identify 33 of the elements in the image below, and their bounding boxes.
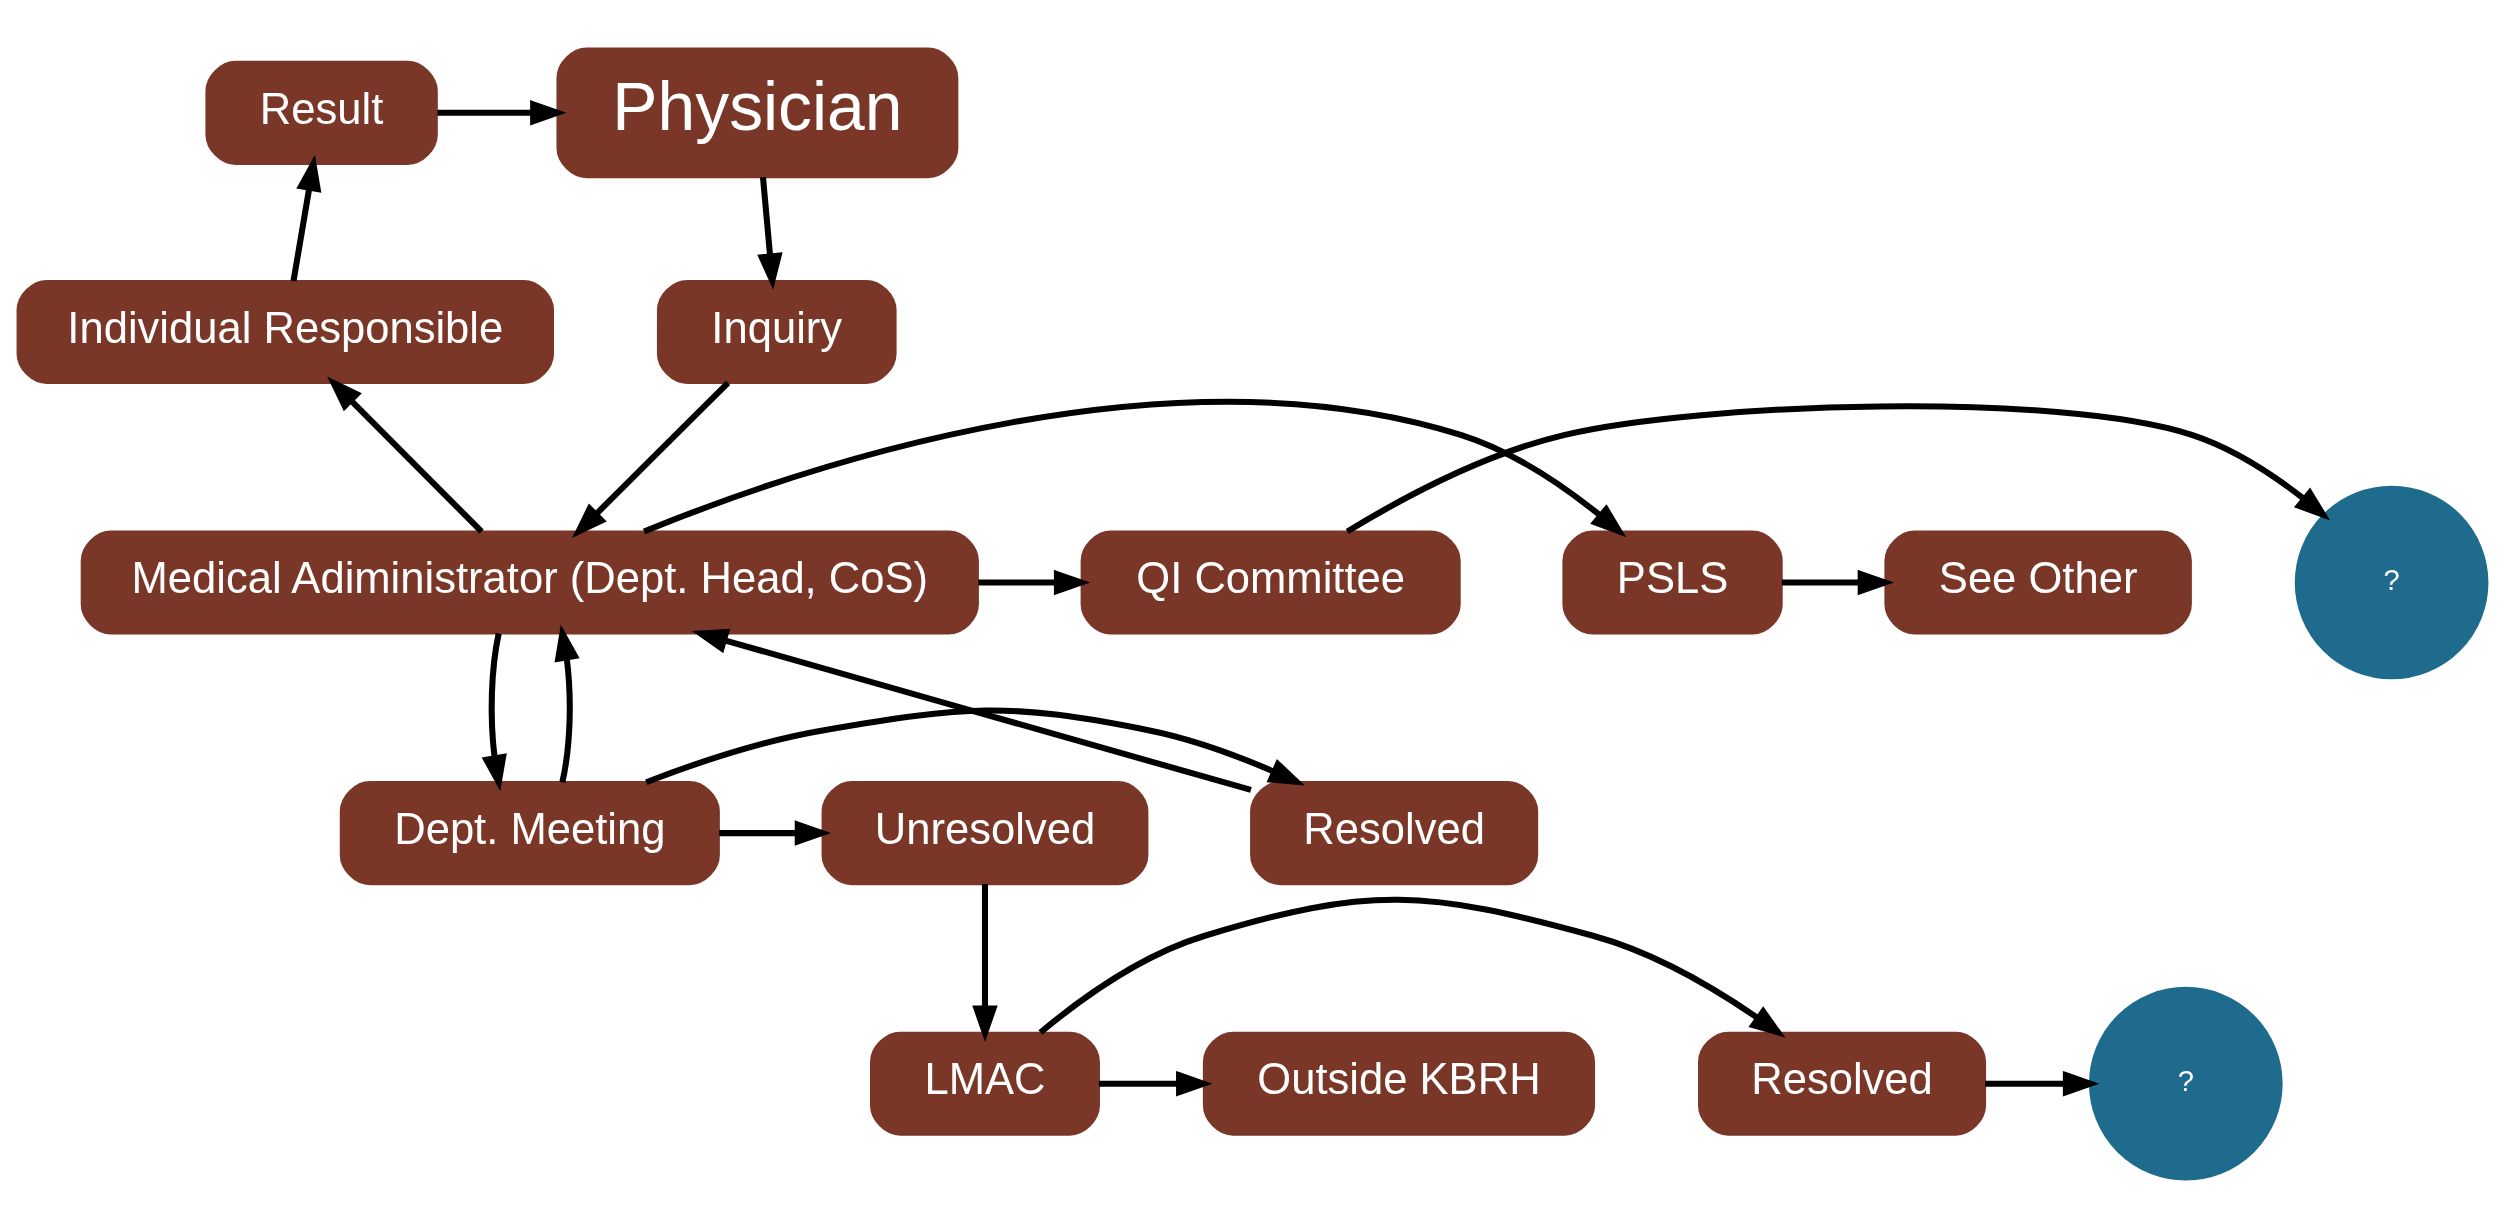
arrow (572, 380, 731, 538)
arrow (1985, 1070, 2100, 1096)
node-box: LMAC (869, 1031, 1100, 1136)
arrow (437, 99, 567, 126)
node-box: QI Committee (1080, 529, 1461, 635)
arrow (290, 154, 322, 282)
arrow (691, 628, 1252, 793)
node-box: Dept. Meeting (339, 780, 720, 885)
node-box: Outside KBRH (1202, 1031, 1596, 1136)
node-box: Resolved (1697, 1031, 1987, 1136)
arrow (972, 883, 998, 1042)
node-circle: ? (2088, 986, 2283, 1181)
arrow (1099, 1070, 1213, 1096)
node-box: Physician (556, 46, 959, 178)
arrow (719, 819, 832, 846)
arrow (1345, 402, 2331, 534)
node-box: Inquiry (656, 279, 897, 384)
arrow (645, 707, 1305, 785)
node-box: See Other (1884, 529, 2192, 635)
arrow (978, 569, 1091, 595)
arrow (481, 632, 507, 791)
arrow (1038, 896, 1786, 1038)
arrow (642, 398, 1627, 537)
node-box: Resolved (1250, 780, 1539, 885)
node-box: PSLS (1562, 529, 1783, 635)
arrow (554, 623, 580, 783)
arrow (1781, 569, 1895, 595)
arrow (757, 176, 783, 290)
node-box: Result (205, 60, 438, 165)
node-box: Medical Adiministrator (Dept. Head, CoS) (80, 529, 979, 635)
node-box: Unresolved (821, 780, 1149, 885)
arrow (327, 375, 484, 534)
node-box: Individual Responsible (16, 279, 555, 384)
